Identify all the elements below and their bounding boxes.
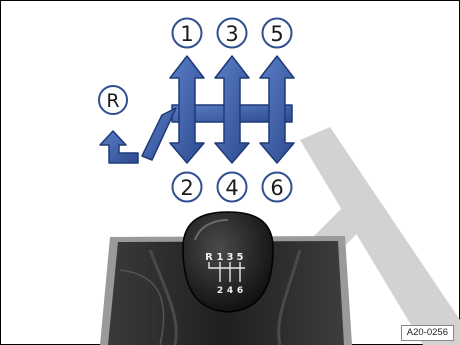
gear-circle-3: 3: [218, 19, 247, 48]
gear-label-6: 6: [270, 176, 283, 200]
gear-circles-top: 1 3 5: [173, 19, 292, 48]
knob-mark-r: R: [205, 252, 213, 263]
knob-mark-3: 3: [227, 252, 234, 263]
gear-label-5: 5: [270, 22, 283, 46]
gear-circle-2: 2: [173, 173, 202, 202]
knob-mark-4: 4: [227, 286, 233, 296]
gear-circle-1: 1: [173, 19, 202, 48]
gear-label-1: 1: [180, 22, 193, 46]
knob-mark-6: 6: [237, 286, 243, 296]
arrow-reverse: [100, 131, 138, 163]
gear-circle-5: 5: [263, 19, 292, 48]
gear-circle-4: 4: [218, 173, 247, 202]
figure-reference-code: A20-0256: [401, 325, 454, 341]
knob-mark-5: 5: [237, 252, 244, 263]
gear-label-4: 4: [225, 176, 238, 200]
gear-label-reverse: R: [106, 90, 119, 112]
gear-label-2: 2: [180, 176, 193, 200]
knob-mark-1: 1: [217, 252, 224, 263]
gear-pattern-arrows: [100, 56, 294, 163]
gear-circles-bottom: 2 4 6: [173, 173, 292, 202]
gear-circle-6: 6: [263, 173, 292, 202]
reverse-diagonal: [142, 108, 176, 160]
gear-circle-reverse: R: [99, 86, 127, 114]
gear-label-3: 3: [225, 22, 238, 46]
knob-mark-2: 2: [217, 286, 223, 296]
